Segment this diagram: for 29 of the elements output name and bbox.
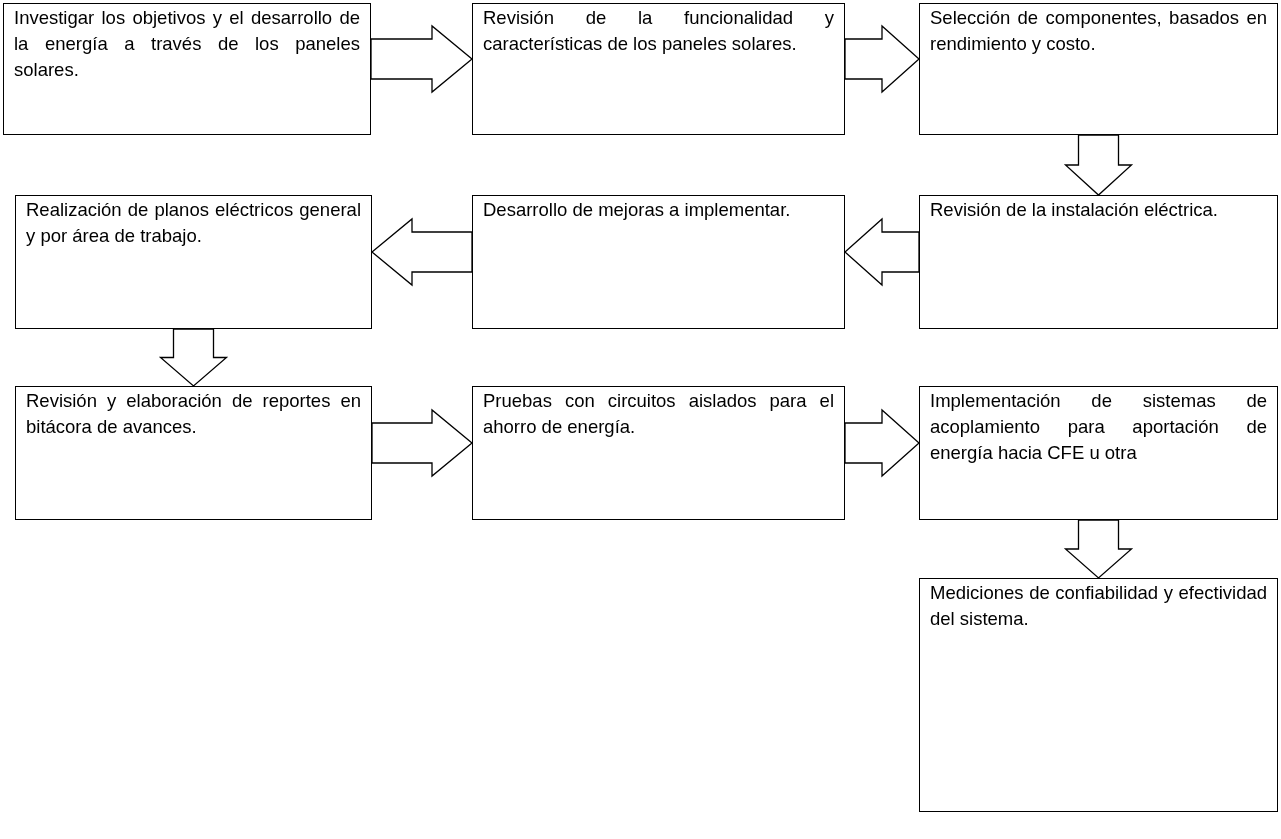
process-box xyxy=(15,195,372,329)
process-box xyxy=(472,3,845,135)
block-arrow xyxy=(158,328,229,387)
step-text: Pruebas con circuitos aislados para el ahorro de energía. xyxy=(483,389,834,439)
step-text: Realización de planos eléctricos general y por área de trabajo. xyxy=(26,198,361,248)
step-text: Implementación de sistemas de acoplamiento para aportación de energía hacia CFE u otra xyxy=(930,389,1267,465)
process-box xyxy=(919,195,1278,329)
block-arrow xyxy=(370,24,474,94)
process-box xyxy=(472,386,845,520)
block-arrow xyxy=(844,24,920,94)
block-arrow xyxy=(371,408,474,478)
process-box xyxy=(15,386,372,520)
step-text: Desarrollo de mejoras a implementar. xyxy=(483,198,792,222)
process-box xyxy=(919,386,1278,520)
step-text: Selección de componentes, basados en rendimiento y costo. xyxy=(930,6,1267,56)
block-arrow xyxy=(1063,519,1134,579)
block-arrow xyxy=(844,408,920,478)
block-arrow xyxy=(370,217,473,287)
block-arrow xyxy=(1063,134,1134,196)
process-box xyxy=(3,3,371,135)
step-text: Revisión de la instalación eléctrica. xyxy=(930,198,1219,222)
process-box xyxy=(919,578,1278,812)
step-text: Mediciones de confiabilidad y efectividad del sistema. xyxy=(930,581,1267,631)
block-arrow xyxy=(844,217,920,287)
step-text: Investigar los objetivos y el desarrollo de la energía a través de los paneles solares. xyxy=(14,6,360,82)
step-text: Revisión y elaboración de reportes en bitácora de avances. xyxy=(26,389,361,439)
process-box xyxy=(919,3,1278,135)
process-box xyxy=(472,195,845,329)
step-text: Revisión de la funcionalidad y características de los paneles solares. xyxy=(483,6,834,56)
